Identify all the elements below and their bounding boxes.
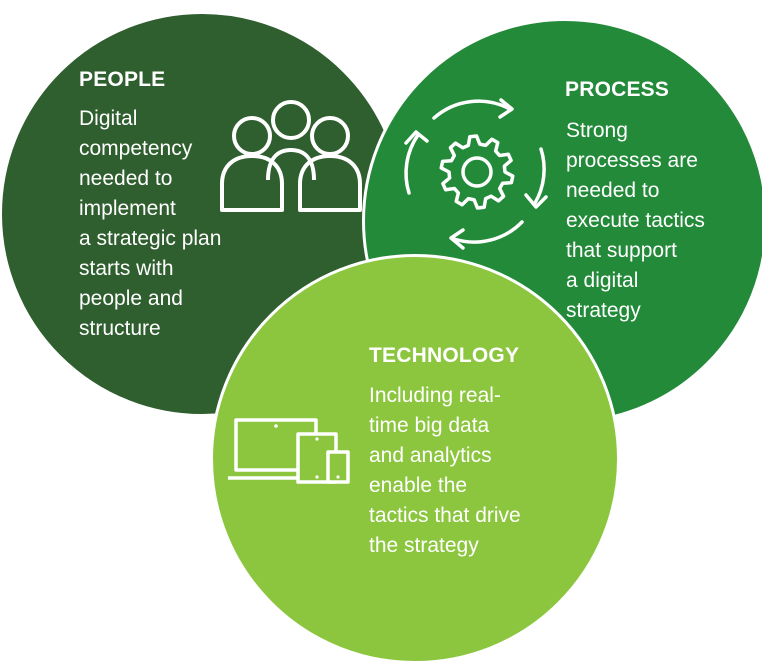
process-title: PROCESS [565, 78, 670, 101]
process-description: Strong processes are needed to execute t… [566, 119, 705, 322]
technology-description: Including real- time big data and analyt… [369, 384, 521, 557]
people-group-icon [220, 100, 362, 212]
gear-hub [461, 156, 493, 188]
people-description: Digital competency needed to implement a… [79, 107, 222, 340]
technology-circle [210, 254, 620, 664]
people-title: PEOPLE [79, 68, 166, 91]
gear-cycle-icon [404, 98, 548, 250]
gear-outline [439, 134, 515, 210]
technology-title: TECHNOLOGY [369, 344, 520, 367]
devices-icon [228, 418, 350, 484]
